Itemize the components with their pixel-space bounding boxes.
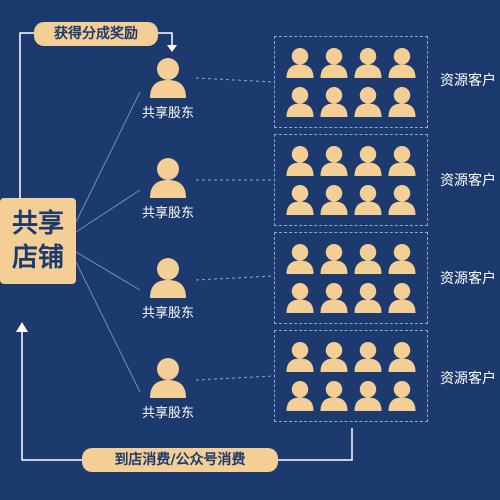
shareholder-1: 共享股东 <box>128 56 208 121</box>
person-icon <box>285 378 318 417</box>
person-grid <box>285 45 420 123</box>
person-icon <box>150 258 186 298</box>
person-icon <box>387 84 420 123</box>
person-icon <box>285 339 318 378</box>
person-icon <box>319 241 352 280</box>
link-holder-group-4 <box>195 375 275 381</box>
link-holder-group-3 <box>195 275 275 281</box>
person-icon <box>353 280 386 319</box>
consumption-label: 到店消费/公众号消费 <box>82 448 278 472</box>
link-holder-group-1 <box>195 77 275 83</box>
person-icon <box>150 358 186 398</box>
shareholder-label: 共享股东 <box>141 206 194 221</box>
shareholder-label: 共享股东 <box>141 406 194 421</box>
person-icon <box>387 143 420 182</box>
resource-group-4 <box>274 330 428 422</box>
person-grid <box>285 241 420 319</box>
person-grid <box>285 339 420 417</box>
person-icon <box>353 143 386 182</box>
shop-title-line-1: 共享 <box>11 209 64 239</box>
person-icon <box>285 84 318 123</box>
shareholder-3: 共享股东 <box>128 256 208 321</box>
top-path-left <box>19 32 34 198</box>
shop-title-line-2: 店铺 <box>11 243 64 273</box>
person-icon <box>319 45 352 84</box>
shareholder-2: 共享股东 <box>128 156 208 221</box>
person-icon <box>353 241 386 280</box>
person-icon <box>387 182 420 221</box>
person-grid <box>285 143 420 221</box>
person-icon <box>285 182 318 221</box>
resource-group-1 <box>274 36 428 128</box>
arrow-up-icon <box>16 322 28 332</box>
resource-group-3 <box>274 232 428 324</box>
person-icon <box>319 182 352 221</box>
person-icon <box>285 241 318 280</box>
person-icon <box>150 158 186 198</box>
link-shop-holder-1 <box>75 91 141 223</box>
person-icon <box>285 45 318 84</box>
shareholder-4: 共享股东 <box>128 356 208 421</box>
person-icon <box>387 280 420 319</box>
bottom-path-left <box>21 330 82 461</box>
resource-group-label: 资源客户 <box>440 73 496 89</box>
resource-group-label: 资源客户 <box>440 173 496 189</box>
resource-group-2 <box>274 134 428 226</box>
bottom-path-right <box>278 428 353 461</box>
person-icon <box>319 378 352 417</box>
person-icon <box>387 45 420 84</box>
arrow-down-icon <box>167 45 177 52</box>
person-icon <box>353 84 386 123</box>
reward-label: 获得分成奖励 <box>34 22 158 46</box>
person-icon <box>319 339 352 378</box>
person-icon <box>353 182 386 221</box>
link-shop-holder-4 <box>75 261 141 393</box>
person-icon <box>387 378 420 417</box>
person-icon <box>353 339 386 378</box>
top-path-right <box>158 32 173 46</box>
shareholder-label: 共享股东 <box>141 306 194 321</box>
person-icon <box>285 143 318 182</box>
person-icon <box>387 241 420 280</box>
resource-group-label: 资源客户 <box>440 271 496 287</box>
shared-shop-box: 共享 店铺 <box>0 198 76 284</box>
link-shop-holder-2 <box>75 189 141 233</box>
link-shop-holder-3 <box>75 251 141 291</box>
resource-group-label: 资源客户 <box>440 371 496 387</box>
person-icon <box>285 280 318 319</box>
person-icon <box>353 45 386 84</box>
person-icon <box>319 280 352 319</box>
person-icon <box>353 378 386 417</box>
person-icon <box>150 58 186 98</box>
person-icon <box>319 84 352 123</box>
shareholder-label: 共享股东 <box>141 106 194 121</box>
person-icon <box>387 339 420 378</box>
person-icon <box>319 143 352 182</box>
